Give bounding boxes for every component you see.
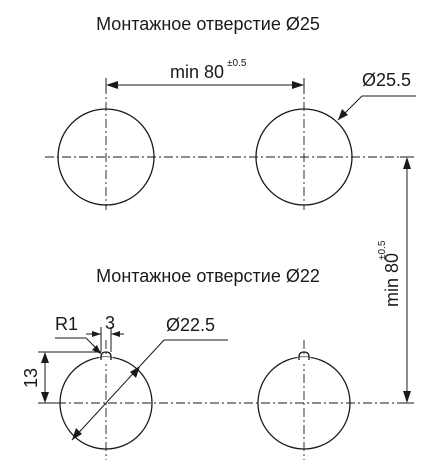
bottom-diameter-callout: Ø22.5: [71, 315, 228, 441]
key-height-dimension: 13: [21, 351, 101, 404]
bottom-right-hole: [257, 351, 351, 450]
vertical-spacing-tolerance: ±0.5: [377, 240, 388, 260]
vertical-spacing-dimension: min 80 ±0.5: [377, 156, 414, 404]
vertical-spacing-label: min 80: [382, 253, 402, 307]
top-left-hole: [57, 108, 155, 206]
key-radius-label: R1: [55, 314, 78, 334]
top-section-title: Монтажное отверстие Ø25: [96, 14, 320, 34]
key-height-label: 13: [21, 368, 41, 388]
top-diameter-label: Ø25.5: [362, 70, 411, 90]
top-hole-pair: [45, 85, 410, 210]
bottom-left-hole: [59, 351, 153, 450]
horizontal-spacing-label: min 80: [170, 62, 224, 82]
horizontal-spacing-tolerance: ±0.5: [227, 58, 247, 69]
key-width-label: 3: [105, 313, 115, 333]
key-width-dimension: 3: [86, 313, 124, 352]
bottom-section-title: Монтажное отверстие Ø22: [96, 266, 320, 286]
top-right-hole: [255, 108, 353, 206]
key-radius-callout: R1: [55, 314, 102, 354]
bottom-hole-pair: [40, 340, 410, 460]
bottom-diameter-label: Ø22.5: [166, 315, 215, 335]
horizontal-spacing-dimension: min 80 ±0.5: [105, 58, 305, 92]
top-diameter-callout: Ø25.5: [337, 70, 416, 121]
